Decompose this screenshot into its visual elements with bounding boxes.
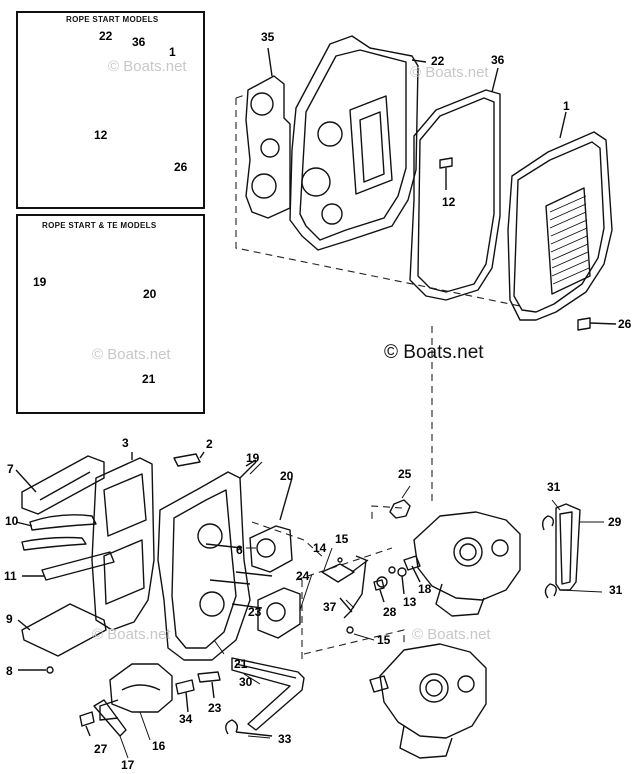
inset-title: ROPE START MODELS [66, 15, 159, 24]
callout-label: 30 [239, 675, 253, 689]
callout-label: 27 [94, 742, 108, 756]
callout-label: 7 [7, 462, 14, 476]
callout-label: 26 [618, 317, 632, 331]
callout-label: 19 [246, 451, 260, 465]
callout-label: 13 [403, 595, 417, 609]
dashed-assembly-lines [235, 93, 521, 660]
callout-label: 9 [6, 612, 13, 626]
mount-16 [99, 663, 173, 721]
gasket-3 [91, 452, 155, 631]
carburetor-lower [369, 643, 487, 759]
callout-label: 35 [261, 30, 275, 44]
callout-label: 36 [132, 35, 146, 49]
callout-label: 20 [280, 469, 294, 483]
callout-label: 28 [383, 605, 397, 619]
callout-label: 21 [142, 372, 156, 386]
callout-label: 31 [609, 583, 623, 597]
gasket-36 [409, 67, 501, 301]
callout-label: 14 [313, 541, 327, 555]
bracket-19 [157, 459, 257, 661]
watermark: © Boats.net [92, 346, 171, 363]
watermark: © Boats.net [412, 626, 491, 643]
callout-label: 16 [152, 739, 166, 753]
callout-label: 18 [418, 582, 432, 596]
leader-lines [119, 461, 604, 759]
carburetor-upper [376, 511, 521, 617]
screw-12-upper [439, 157, 453, 190]
watermark: © Boats.net [410, 64, 489, 81]
callout-label: 1 [169, 45, 176, 59]
callout-label: 6 [236, 543, 243, 557]
reed-assembly [15, 455, 115, 674]
callout-label: 10 [5, 514, 19, 528]
plate-17 [93, 699, 127, 737]
housing-22 [289, 35, 427, 251]
callout-label: 20 [143, 287, 157, 301]
callout-label: 22 [99, 29, 113, 43]
bolt-23 [197, 671, 221, 699]
linkage [321, 555, 369, 634]
callout-label: 1 [563, 99, 570, 113]
bolt-2 [173, 451, 205, 467]
callout-label: 29 [608, 515, 622, 529]
studs [205, 543, 273, 609]
callout-label: 22 [431, 54, 445, 68]
bolt-34 [175, 679, 195, 713]
callout-label: 31 [547, 480, 561, 494]
callout-label: 33 [278, 732, 292, 746]
screw-26-upper [577, 317, 617, 331]
clip-33 [225, 719, 273, 737]
watermark: © Boats.net [92, 626, 171, 643]
callout-label: 34 [179, 712, 193, 726]
cover-1 [507, 111, 613, 321]
callout-label: 21 [234, 657, 248, 671]
clips-31 [541, 515, 557, 599]
callout-label: 37 [323, 600, 337, 614]
brand-label: © Boats.net [384, 342, 484, 363]
hose-30 [231, 657, 305, 731]
gasket-20 [249, 477, 293, 573]
gasket-24 [257, 587, 301, 639]
callout-label: 15 [377, 633, 391, 647]
callout-label: 8 [6, 664, 13, 678]
spring-29 [555, 503, 581, 591]
callout-label: 2 [206, 437, 213, 451]
callout-label: 25 [398, 467, 412, 481]
callout-label: 12 [94, 128, 108, 142]
nut-25 [389, 499, 411, 519]
callout-label: 17 [121, 758, 135, 772]
inset-title: ROPE START & TE MODELS [42, 221, 157, 230]
screws-28-13-18 [373, 565, 421, 603]
watermark: © Boats.net [108, 58, 187, 75]
callout-label: 15 [335, 532, 349, 546]
callout-label: 26 [174, 160, 188, 174]
inset-rope-start-te: ROPE START & TE MODELS [16, 214, 205, 414]
inset-rope-start: ROPE START MODELS [16, 11, 205, 209]
callout-label: 11 [4, 569, 17, 583]
callout-label: 12 [442, 195, 456, 209]
gasket-35 [245, 47, 291, 219]
callout-label: 36 [491, 53, 505, 67]
callout-label: 23 [248, 605, 262, 619]
callout-label: 19 [33, 275, 47, 289]
callout-label: 23 [208, 701, 222, 715]
callout-label: 3 [122, 436, 129, 450]
screw-27 [79, 711, 95, 737]
callout-label: 24 [296, 569, 310, 583]
